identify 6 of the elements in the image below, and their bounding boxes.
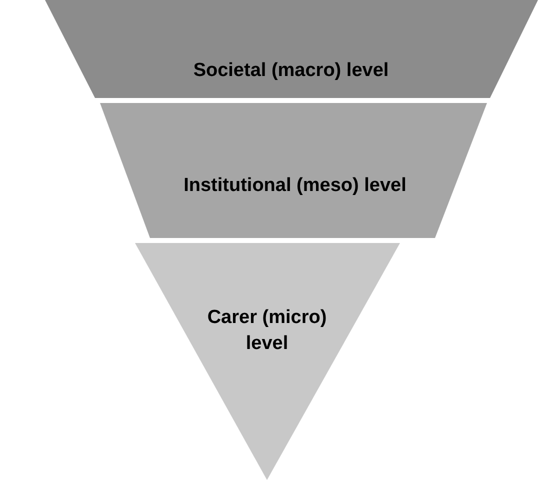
level-band xyxy=(135,243,400,480)
level-band xyxy=(100,103,487,238)
level-label: Societal (macro) level xyxy=(192,59,390,83)
level-label: Institutional (meso) level xyxy=(182,174,408,198)
level-band xyxy=(45,0,538,98)
level-label: Carer (micro) level xyxy=(206,306,328,356)
